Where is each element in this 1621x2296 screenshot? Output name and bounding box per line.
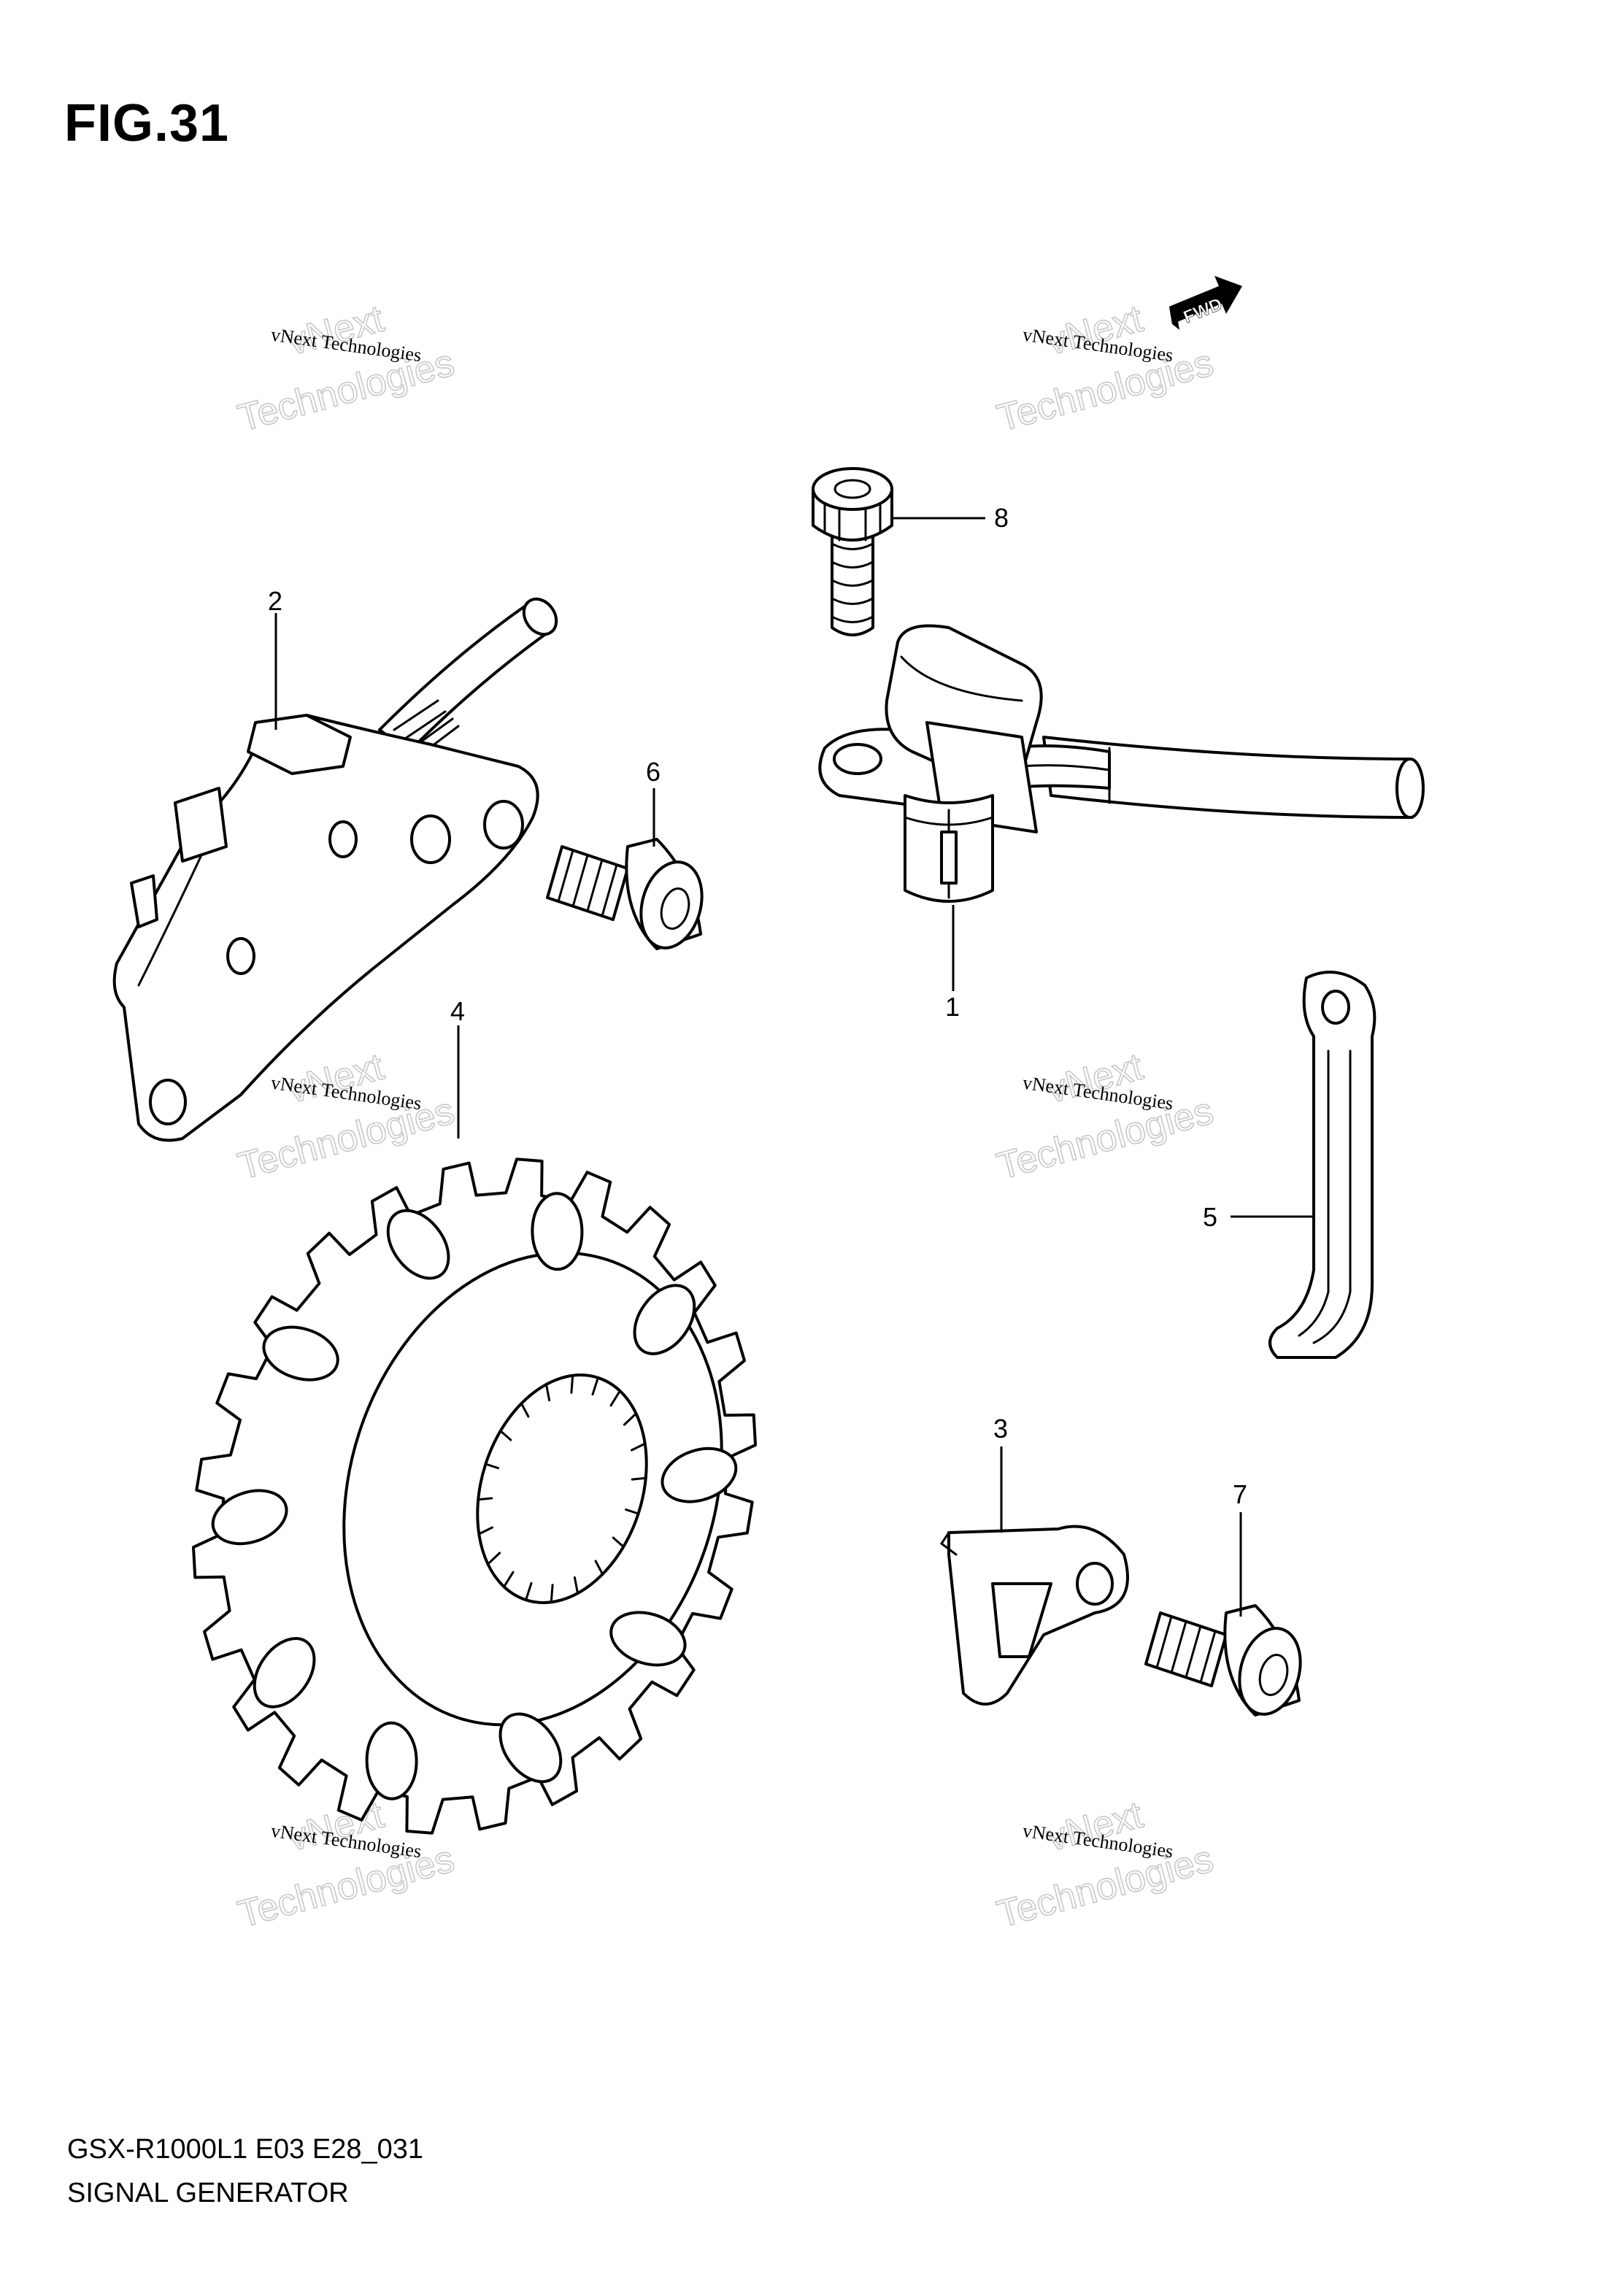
rotor-hole xyxy=(386,1209,450,1280)
callout-6: 6 xyxy=(646,757,661,787)
sensor-bracket-plate-2 xyxy=(112,597,558,1142)
rotor-hole xyxy=(262,1325,339,1382)
clamp-plate-3 xyxy=(939,1525,1129,1706)
bolt-7 xyxy=(1144,1604,1302,1717)
callout-4: 4 xyxy=(450,996,465,1026)
watermark-top-left: vNext Technologies vNext Technologies xyxy=(233,297,459,441)
diagram-code: GSX-R1000L1 E03 E28_031 xyxy=(67,2134,424,2165)
callout-7: 7 xyxy=(1233,1479,1247,1509)
callout-3: 3 xyxy=(993,1414,1008,1444)
rotor-hole xyxy=(365,1721,418,1800)
watermark-bottom-right: vNext Technologies vNext Technologies xyxy=(992,1793,1218,1937)
signal-generator-sensor-1 xyxy=(818,624,1425,903)
callout-labels: 8 2 6 1 5 4 3 7 xyxy=(268,503,1247,1509)
bolt-6 xyxy=(546,838,704,950)
signal-rotor-4 xyxy=(192,1157,757,1835)
rotor-hole xyxy=(531,1192,584,1271)
svg-text:Technologies: Technologies xyxy=(234,342,458,440)
figure-title: FIG.31 xyxy=(64,94,230,153)
svg-text:Technologies: Technologies xyxy=(234,1090,458,1188)
wire-clamp-5 xyxy=(1268,971,1376,1359)
leader-lines xyxy=(274,517,1314,1617)
bolt-8 xyxy=(812,467,893,636)
callout-1: 1 xyxy=(945,992,960,1022)
diagram-name: SIGNAL GENERATOR xyxy=(67,2178,349,2208)
rotor-hole xyxy=(253,1637,316,1708)
watermark-middle-right: vNext Technologies vNext Technologies xyxy=(992,1045,1218,1189)
callout-5: 5 xyxy=(1203,1202,1217,1232)
rotor-hole xyxy=(609,1611,687,1667)
svg-text:Technologies: Technologies xyxy=(234,1838,458,1936)
callout-8: 8 xyxy=(994,503,1009,533)
fwd-arrow-icon: FWD xyxy=(1169,276,1242,330)
rotor-hole xyxy=(498,1712,563,1784)
rotor-hole xyxy=(211,1489,288,1546)
rotor-hole xyxy=(633,1284,696,1355)
rotor-hole xyxy=(661,1446,738,1503)
callout-2: 2 xyxy=(268,586,282,616)
